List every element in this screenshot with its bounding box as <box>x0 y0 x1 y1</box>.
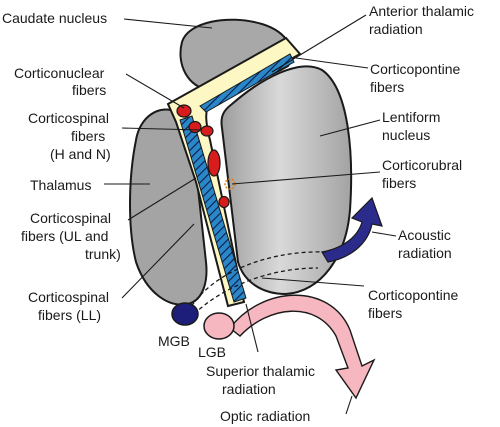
label-superior-thalamic-1: Superior thalamic <box>206 363 315 379</box>
optic-radiation-arrow <box>229 294 376 400</box>
label-acoustic-1: Acoustic <box>398 227 451 243</box>
label-corticospinal-ul-3: trunk) <box>85 246 121 262</box>
leader-corticopontine-bottom <box>261 277 365 287</box>
label-corticonuclear-1: Corticonuclear <box>14 65 105 81</box>
corticonuclear-fiber-dot-3 <box>200 125 214 137</box>
label-lentiform-1: Lentiform <box>382 109 440 125</box>
label-corticonuclear-2: fibers <box>72 82 106 98</box>
leader-optic <box>345 395 353 415</box>
leader-lentiform <box>319 119 381 137</box>
label-caudate-nucleus: Caudate nucleus <box>2 10 107 26</box>
label-corticospinal-ul-1: Corticospinal <box>30 210 111 226</box>
label-thalamus: Thalamus <box>30 177 91 193</box>
label-corticopontine-top-2: fibers <box>370 79 404 95</box>
corticospinal-fibers-band <box>179 115 247 303</box>
label-lentiform-2: nucleus <box>382 127 430 143</box>
label-mgb: MGB <box>158 333 190 349</box>
radiation-dashed-line-1 <box>187 251 327 313</box>
label-anterior-thalamic-1: Anterior thalamic <box>369 3 474 19</box>
label-corticorubral-1: Corticorubral <box>382 157 462 173</box>
label-corticopontine-top-1: Corticopontine <box>370 61 460 77</box>
leader-corticorubral <box>231 171 381 185</box>
label-corticospinal-hn-2: fibers <box>71 128 105 144</box>
label-corticopontine-bottom-1: Corticopontine <box>368 287 458 303</box>
leader-caudate <box>123 18 213 29</box>
corticorubral-fiber-dot <box>218 195 230 209</box>
mgb-shape <box>171 302 199 326</box>
corticonuclear-fiber-dot-1 <box>176 104 192 118</box>
label-corticospinal-ul-2: fibers (UL and <box>21 228 108 244</box>
lgb-shape <box>203 312 235 340</box>
leader-corticospinal-ul <box>127 177 197 221</box>
label-anterior-thalamic-2: radiation <box>369 21 423 37</box>
acoustic-radiation-arrow <box>321 196 383 263</box>
leader-corticospinal-hn <box>121 127 203 131</box>
label-superior-thalamic-2: radiation <box>222 381 276 397</box>
label-corticospinal-hn-1: Corticospinal <box>28 110 109 126</box>
anterior-limb-fibers <box>199 53 295 113</box>
corticorubral-fiber-oval <box>207 149 221 177</box>
leader-acoustic <box>371 231 397 237</box>
leader-anterior-thalamic <box>271 14 367 73</box>
label-corticospinal-hn-3: (H and N) <box>50 146 111 162</box>
label-lgb: LGB <box>198 344 226 360</box>
label-corticospinal-ll-1: Corticospinal <box>28 289 109 305</box>
radiation-dashed-line-2 <box>193 267 319 315</box>
corticonuclear-fiber-dot-2 <box>188 120 202 134</box>
leader-corticopontine-top <box>295 57 369 69</box>
label-corticorubral-2: fibers <box>382 175 416 191</box>
lentiform-nucleus-shape <box>220 65 353 296</box>
label-acoustic-2: radiation <box>398 245 452 261</box>
label-optic-radiation: Optic radiation <box>220 408 310 424</box>
label-corticopontine-bottom-2: fibers <box>368 305 402 321</box>
leader-superior-thalamic <box>245 303 259 353</box>
label-corticospinal-ll-2: fibers (LL) <box>38 307 101 323</box>
leader-corticonuclear <box>125 73 185 109</box>
leader-corticospinal-ll <box>121 223 195 299</box>
